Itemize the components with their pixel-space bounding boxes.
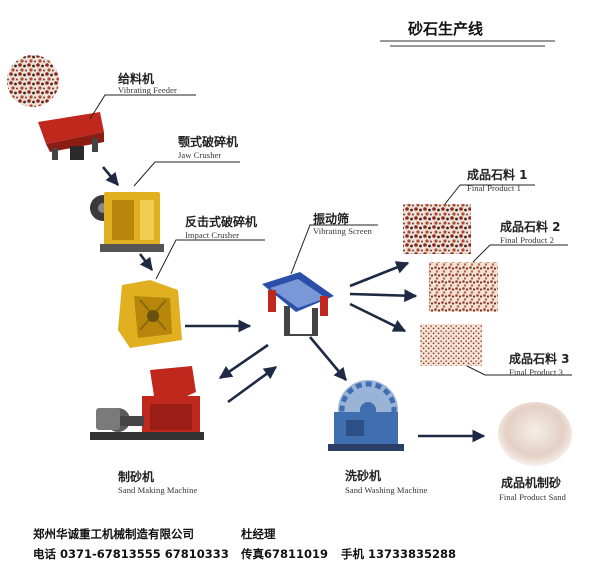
sand-washing-machine-icon: [328, 380, 404, 451]
arrow-screen-to-product3: [349, 302, 407, 333]
phone-numbers: 电话 0371-67813555 67810333: [33, 547, 229, 561]
impact-label-cn: 反击式破碎机: [185, 215, 258, 229]
screen-label-en: Vibrating Screen: [313, 226, 372, 236]
leader-line: [133, 161, 240, 187]
title-underline: [380, 40, 555, 47]
arrow-screen-to-sandmaker: [218, 343, 269, 380]
product2-label-cn: 成品石料 2: [500, 220, 561, 234]
jaw-label-cn: 颚式破碎机: [178, 135, 239, 149]
stone-product-texture: [403, 204, 471, 254]
stone-product-texture: [420, 324, 482, 366]
leader-line: [466, 365, 572, 376]
arrow-sandmaker-to-screen: [227, 365, 278, 404]
leader-line: [89, 94, 196, 120]
product1-label-en: Final Product 1: [467, 183, 521, 193]
product1-label-cn: 成品石料 1: [467, 168, 528, 182]
leader-lines: [89, 94, 572, 376]
sandmaker-label-en: Sand Making Machine: [118, 485, 198, 495]
process-arrows: [102, 166, 486, 443]
arrow-jaw-to-impact: [138, 253, 154, 272]
sand-making-machine-icon: [90, 366, 204, 440]
product3-label-cn: 成品石料 3: [509, 352, 570, 366]
sandmaker-label-cn: 制砂机: [118, 470, 155, 484]
stone-product-texture: [429, 262, 498, 312]
contact-manager: 杜经理: [241, 527, 276, 541]
product2-label-en: Final Product 2: [500, 235, 554, 245]
screen-label-cn: 振动筛: [313, 212, 350, 226]
feeder-label-en: Vibrating Feeder: [118, 85, 177, 95]
arrow-feeder-to-jaw: [102, 166, 119, 186]
impact-crusher-icon: [118, 280, 182, 348]
sand-label-en: Final Product Sand: [499, 492, 566, 502]
arrow-screen-to-product1: [349, 261, 410, 288]
arrow-screen-to-product2: [349, 289, 418, 303]
vibrating-feeder-icon: [38, 112, 104, 160]
jaw-crusher-icon: [90, 192, 164, 252]
fax-number: 传真67811019: [241, 547, 329, 561]
jaw-label-en: Jaw Crusher: [178, 150, 222, 160]
leader-line: [155, 239, 265, 280]
raw-stone-texture: [7, 55, 59, 107]
arrow-screen-to-washer: [309, 336, 347, 381]
impact-label-en: Impact Crusher: [185, 230, 240, 240]
leader-line: [472, 244, 568, 263]
feeder-label-cn: 给料机: [118, 72, 155, 86]
washer-label-cn: 洗砂机: [345, 469, 382, 483]
leader-line: [444, 184, 535, 205]
washer-label-en: Sand Washing Machine: [345, 485, 428, 495]
mobile-number: 手机 13733835288: [341, 547, 457, 561]
vibrating-screen-icon: [262, 272, 334, 336]
sand-pile-icon: [498, 402, 572, 466]
leader-line: [290, 224, 378, 275]
company-name: 郑州华诚重工机械制造有限公司: [33, 527, 194, 541]
sand-label-cn: 成品机制砂: [501, 476, 562, 490]
diagram-title: 砂石生产线: [408, 20, 484, 38]
product3-label-en: Final Product 3: [509, 367, 563, 377]
